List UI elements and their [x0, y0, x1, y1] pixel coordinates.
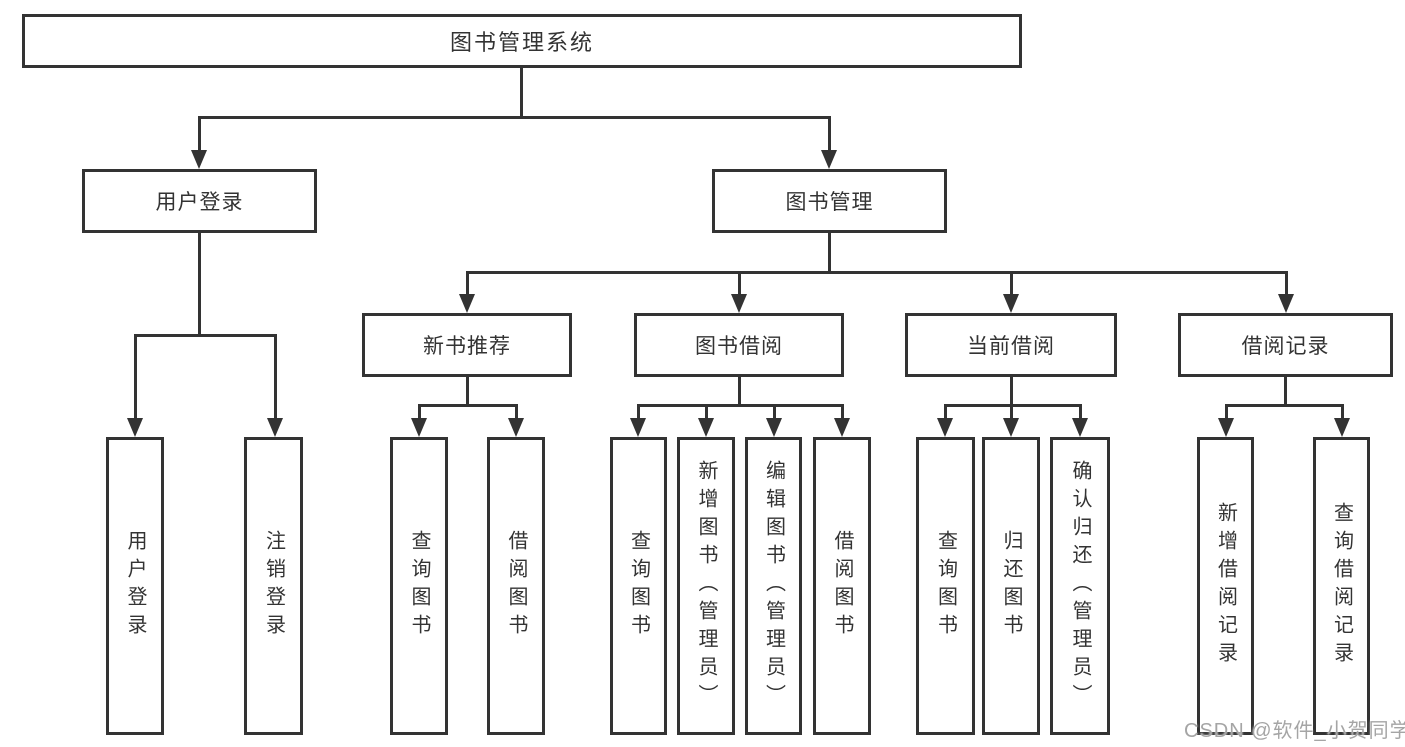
- node-label: 图书管理系统: [449, 30, 594, 55]
- connector-current-borrow-stem: [1010, 377, 1013, 406]
- node-leaf-search-books-2: 查询图书: [610, 437, 667, 735]
- arrow-down-icon: [766, 418, 782, 437]
- connector-root-hline: [198, 116, 831, 119]
- connector-book-mgmt-drop-2: [738, 271, 741, 296]
- connector-user-login-drop-2: [274, 334, 277, 418]
- csdn-watermark: CSDN @软件_小贺同学: [1184, 720, 1405, 742]
- node-leaf-add-borrow-record: 新增借阅记录: [1197, 437, 1254, 735]
- connector-current-borrow-drop-1: [944, 404, 947, 419]
- connector-book-mgmt-drop-4: [1285, 271, 1288, 296]
- node-leaf-logout: 注销登录: [244, 437, 303, 735]
- node-leaf-search-books-1: 查询图书: [390, 437, 448, 735]
- node-label: 借阅图书: [505, 530, 527, 642]
- node-label: 注销登录: [262, 530, 285, 642]
- arrow-down-icon: [127, 418, 143, 437]
- arrow-down-icon: [191, 150, 207, 169]
- connector-book-borrow-drop-4: [841, 404, 844, 419]
- arrow-down-icon: [1072, 418, 1088, 437]
- arrow-down-icon: [459, 294, 475, 313]
- node-leaf-add-books-admin: 新增图书（管理员）: [677, 437, 735, 735]
- node-label: 新增借阅记录: [1214, 502, 1237, 670]
- connector-book-mgmt-stem: [828, 233, 831, 273]
- arrow-down-icon: [937, 418, 953, 437]
- node-leaf-search-borrow-record: 查询借阅记录: [1313, 437, 1370, 735]
- node-label: 编辑图书（管理员）: [762, 460, 785, 712]
- arrow-down-icon: [1003, 294, 1019, 313]
- node-leaf-confirm-return-admin: 确认归还（管理员）: [1050, 437, 1110, 735]
- arrow-down-icon: [1334, 418, 1350, 437]
- node-leaf-edit-books-admin: 编辑图书（管理员）: [745, 437, 802, 735]
- node-label: 新增图书（管理员）: [695, 460, 717, 712]
- connector-borrow-records-drop-2: [1341, 404, 1344, 419]
- arrow-down-icon: [1218, 418, 1234, 437]
- connector-root-drop-right: [828, 116, 831, 150]
- connector-book-mgmt-drop-3: [1010, 271, 1013, 296]
- connector-user-login-drop-1: [134, 334, 137, 418]
- connector-new-books-stem: [466, 377, 469, 406]
- node-label: 图书借阅: [695, 335, 783, 358]
- node-label: 归还图书: [1000, 530, 1022, 642]
- arrow-down-icon: [1003, 418, 1019, 437]
- node-root-system: 图书管理系统: [22, 14, 1022, 68]
- node-leaf-borrow-books-2: 借阅图书: [813, 437, 871, 735]
- node-label: 查询借阅记录: [1330, 502, 1353, 670]
- connector-book-mgmt-hline: [466, 271, 1287, 274]
- connector-user-login-stem: [198, 233, 201, 336]
- connector-book-borrow-drop-2: [705, 404, 708, 419]
- arrow-down-icon: [821, 150, 837, 169]
- node-new-book-recommend: 新书推荐: [362, 313, 572, 377]
- node-label: 用户登录: [155, 191, 244, 214]
- node-leaf-search-books-3: 查询图书: [916, 437, 975, 735]
- connector-new-books-drop-1: [418, 404, 421, 419]
- node-label: 用户登录: [124, 530, 146, 642]
- arrow-down-icon: [1278, 294, 1294, 313]
- connector-borrow-records-stem: [1284, 377, 1287, 406]
- connector-book-borrow-stem: [738, 377, 741, 406]
- arrow-down-icon: [508, 418, 524, 437]
- arrow-down-icon: [731, 294, 747, 313]
- connector-root-stem: [520, 66, 523, 118]
- arrow-down-icon: [267, 418, 283, 437]
- connector-new-books-hline: [418, 404, 518, 407]
- connector-book-borrow-hline: [637, 404, 844, 407]
- connector-book-borrow-drop-1: [637, 404, 640, 419]
- node-label: 确认归还（管理员）: [1069, 460, 1091, 712]
- node-borrow-records: 借阅记录: [1178, 313, 1393, 377]
- connector-current-borrow-drop-3: [1079, 404, 1082, 419]
- arrow-down-icon: [630, 418, 646, 437]
- node-label: 新书推荐: [423, 335, 511, 358]
- node-label: 图书管理: [785, 191, 874, 214]
- node-label: 查询图书: [627, 530, 650, 642]
- connector-new-books-drop-2: [515, 404, 518, 419]
- node-leaf-user-login: 用户登录: [106, 437, 164, 735]
- node-leaf-return-books: 归还图书: [982, 437, 1040, 735]
- connector-root-drop-left: [198, 116, 201, 150]
- connector-current-borrow-drop-2: [1010, 404, 1013, 419]
- connector-user-login-hline: [134, 334, 277, 337]
- node-book-management: 图书管理: [712, 169, 947, 233]
- node-label: 借阅记录: [1241, 335, 1330, 358]
- connector-borrow-records-hline: [1225, 404, 1344, 407]
- node-label: 查询图书: [408, 530, 430, 642]
- arrow-down-icon: [698, 418, 714, 437]
- node-label: 查询图书: [934, 530, 957, 642]
- connector-borrow-records-drop-1: [1225, 404, 1228, 419]
- connector-book-mgmt-drop-1: [466, 271, 469, 296]
- arrow-down-icon: [411, 418, 427, 437]
- connector-book-borrow-drop-3: [773, 404, 776, 419]
- node-user-login: 用户登录: [82, 169, 317, 233]
- node-leaf-borrow-books-1: 借阅图书: [487, 437, 545, 735]
- node-label: 借阅图书: [831, 530, 853, 642]
- arrow-down-icon: [834, 418, 850, 437]
- node-current-borrow: 当前借阅: [905, 313, 1117, 377]
- node-book-borrow: 图书借阅: [634, 313, 844, 377]
- node-label: 当前借阅: [967, 335, 1055, 358]
